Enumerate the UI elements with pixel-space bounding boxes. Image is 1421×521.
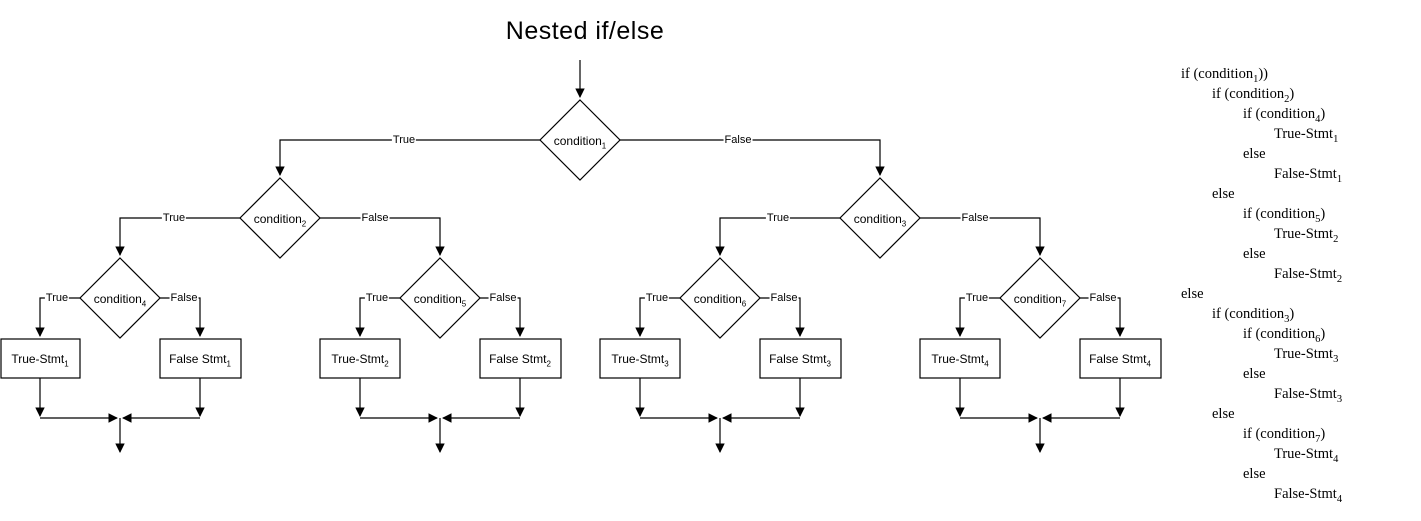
diamond-label-condition-1: condition1 <box>553 134 607 151</box>
box-true-stmt-2 <box>319 338 401 379</box>
box-false-stmt-4 <box>1079 338 1162 379</box>
merge-group-2 <box>355 378 525 453</box>
merge-group-1 <box>35 378 205 453</box>
branch-label-condition1-true: True <box>391 134 417 146</box>
box-true-stmt-3 <box>599 338 681 379</box>
diamond-label-condition-5: condition5 <box>413 292 467 309</box>
box-false-stmt-2 <box>479 338 562 379</box>
connector-condition2-false <box>320 217 445 256</box>
diamond-condition-6 <box>679 257 761 339</box>
branch-label-condition5-true: True <box>364 292 390 304</box>
diamond-condition-3 <box>839 177 921 259</box>
box-true-stmt-4 <box>919 338 1001 379</box>
diamond-label-condition-4: condition4 <box>93 292 147 309</box>
box-label-false-stmt-2: False Stmt2 <box>489 352 551 369</box>
code-line: else <box>1243 146 1266 162</box>
diamond-label-condition-3: condition3 <box>853 212 907 229</box>
code-listing: if (condition1)) if (condition2) if (con… <box>1181 64 1343 505</box>
branch-label-condition4-true: True <box>44 292 70 304</box>
branch-label-condition1-false: False <box>723 134 753 146</box>
branch-label-condition7-true: True <box>964 292 990 304</box>
box-true-stmt-1 <box>0 338 81 379</box>
code-line: else <box>1243 366 1266 382</box>
diamond-condition-2 <box>239 177 321 259</box>
connector-condition3-true <box>715 217 840 256</box>
code-line: else <box>1181 286 1204 302</box>
code-line: if (condition1)) <box>1181 66 1269 85</box>
code-line: True-Stmt3 <box>1274 346 1339 365</box>
diamond-condition-1 <box>539 99 621 181</box>
diamond-condition-4 <box>79 257 161 339</box>
branch-label-condition3-true: True <box>765 212 791 224</box>
code-line: if (condition5) <box>1243 206 1326 225</box>
diamond-label-condition-2: condition2 <box>253 212 307 229</box>
branch-label-condition2-true: True <box>161 212 187 224</box>
box-label-false-stmt-1: False Stmt1 <box>169 352 231 369</box>
code-line: else <box>1243 466 1266 482</box>
branch-label-condition6-true: True <box>644 292 670 304</box>
code-line: False-Stmt1 <box>1274 166 1343 185</box>
code-line: if (condition6) <box>1243 326 1326 345</box>
merge-group-3 <box>635 378 805 453</box>
box-label-true-stmt-1: True-Stmt1 <box>11 352 69 369</box>
diamond-condition-7 <box>999 257 1081 339</box>
box-false-stmt-1 <box>159 338 242 379</box>
code-line: if (condition3) <box>1212 306 1295 325</box>
code-line: False-Stmt3 <box>1274 386 1343 405</box>
code-line: if (condition7) <box>1243 426 1326 445</box>
box-label-true-stmt-2: True-Stmt2 <box>331 352 389 369</box>
branch-label-condition7-false: False <box>1088 292 1118 304</box>
connector-condition1-false <box>620 139 885 176</box>
diamond-label-condition-7: condition7 <box>1013 292 1067 309</box>
branch-label-condition2-false: False <box>360 212 390 224</box>
code-line: else <box>1212 406 1235 422</box>
code-line: False-Stmt4 <box>1274 486 1343 505</box>
code-line: True-Stmt4 <box>1274 446 1339 465</box>
box-false-stmt-3 <box>759 338 842 379</box>
box-label-false-stmt-3: False Stmt3 <box>769 352 831 369</box>
diamond-label-condition-6: condition6 <box>693 292 747 309</box>
code-line: True-Stmt1 <box>1274 126 1339 145</box>
branch-label-condition4-false: False <box>169 292 199 304</box>
box-label-false-stmt-4: False Stmt4 <box>1089 352 1151 369</box>
diamond-condition-5 <box>399 257 481 339</box>
connector-condition2-true <box>115 217 240 256</box>
code-line: if (condition2) <box>1212 86 1295 105</box>
merge-group-4 <box>955 378 1125 453</box>
connector-condition3-false <box>920 217 1045 256</box>
code-line: False-Stmt2 <box>1274 266 1343 285</box>
branch-label-condition5-false: False <box>488 292 518 304</box>
code-line: if (condition4) <box>1243 106 1326 125</box>
branch-label-condition6-false: False <box>769 292 799 304</box>
code-line: else <box>1243 246 1266 262</box>
box-label-true-stmt-3: True-Stmt3 <box>611 352 669 369</box>
box-label-true-stmt-4: True-Stmt4 <box>931 352 989 369</box>
page-title: Nested if/else <box>505 17 665 45</box>
code-line: True-Stmt2 <box>1274 226 1339 245</box>
branch-label-condition3-false: False <box>960 212 990 224</box>
connector-condition1-true <box>275 139 540 176</box>
code-line: else <box>1212 186 1235 202</box>
